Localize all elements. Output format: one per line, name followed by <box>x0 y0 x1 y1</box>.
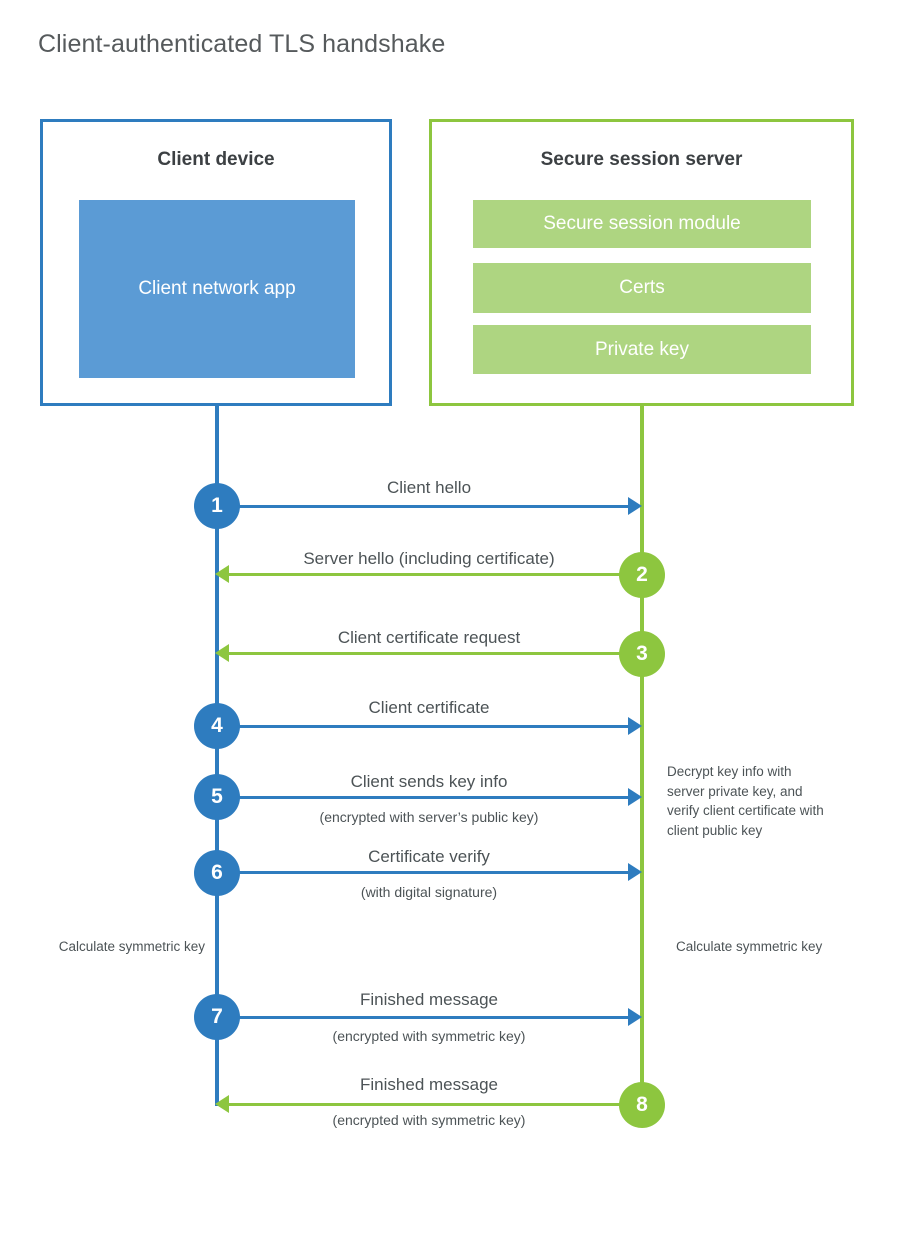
server-decrypt-annotation: Decrypt key info with server private key… <box>667 764 824 838</box>
step-6-arrow-head-icon <box>628 863 642 881</box>
server-component-private-key: Private key <box>473 325 811 374</box>
secure-session-server-title: Secure session server <box>540 149 743 170</box>
step-7-arrow-line <box>217 1016 628 1019</box>
step-1-label: Client hello <box>386 478 472 497</box>
step-5-label: Client sends key info <box>350 772 508 791</box>
step-6-sublabel: (with digital signature) <box>360 884 498 900</box>
step-7-sublabel: (encrypted with symmetric key) <box>332 1028 526 1044</box>
step-7-badge: 7 <box>194 994 240 1040</box>
step-3-badge: 3 <box>619 631 665 677</box>
step-1-badge: 1 <box>194 483 240 529</box>
secure-session-server-box: Secure session server Secure session mod… <box>429 119 854 406</box>
server-lifeline <box>640 406 644 1106</box>
step-5-badge: 5 <box>194 774 240 820</box>
step-4-label: Client certificate <box>368 698 490 717</box>
step-4-arrow-head-icon <box>628 717 642 735</box>
step-3-arrow-head-icon <box>215 644 229 662</box>
step-4-badge: 4 <box>194 703 240 749</box>
server-calculate-symmetric-key-annotation: Calculate symmetric key <box>676 939 823 954</box>
step-8-arrow-line <box>228 1103 640 1106</box>
step-4-arrow-line <box>217 725 628 728</box>
step-8-label: Finished message <box>360 1075 498 1094</box>
server-component-secure-session-module: Secure session module <box>473 200 811 248</box>
step-5-sublabel: (encrypted with server’s public key) <box>319 809 539 825</box>
step-1-arrow-line <box>217 505 628 508</box>
step-7-arrow-head-icon <box>628 1008 642 1026</box>
step-2-arrow-head-icon <box>215 565 229 583</box>
step-8-badge: 8 <box>619 1082 665 1128</box>
step-6-label: Certificate verify <box>368 847 490 866</box>
step-7-label: Finished message <box>360 990 498 1009</box>
client-device-box: Client device Client network app <box>40 119 392 406</box>
client-lifeline <box>215 406 219 1106</box>
client-calculate-symmetric-key-annotation: Calculate symmetric key <box>58 939 205 954</box>
step-3-arrow-line <box>228 652 640 655</box>
step-1-arrow-head-icon <box>628 497 642 515</box>
step-6-arrow-line <box>217 871 628 874</box>
step-6-badge: 6 <box>194 850 240 896</box>
step-2-arrow-line <box>228 573 640 576</box>
step-8-sublabel: (encrypted with symmetric key) <box>332 1112 526 1128</box>
step-5-arrow-head-icon <box>628 788 642 806</box>
page-title: Client-authenticated TLS handshake <box>38 30 446 58</box>
server-component-certs: Certs <box>473 263 811 313</box>
step-2-badge: 2 <box>619 552 665 598</box>
client-device-title: Client device <box>157 149 275 170</box>
step-2-label: Server hello (including certificate) <box>303 549 555 568</box>
step-8-arrow-head-icon <box>215 1095 229 1113</box>
client-network-app-block: Client network app <box>79 200 355 378</box>
step-5-arrow-line <box>217 796 628 799</box>
step-3-label: Client certificate request <box>337 628 521 647</box>
